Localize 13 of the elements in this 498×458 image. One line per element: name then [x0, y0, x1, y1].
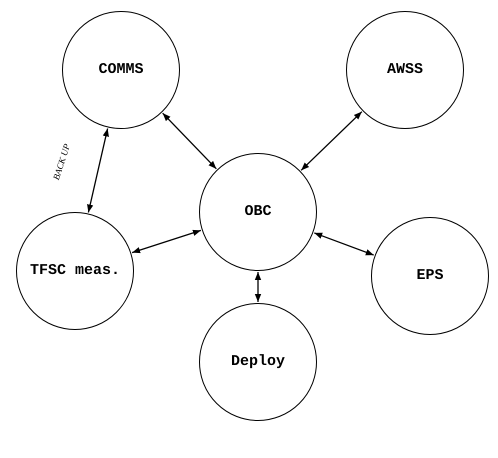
arrow	[162, 112, 217, 170]
node-label: TFSC meas.	[28, 262, 121, 280]
arrow	[254, 272, 262, 302]
arrow	[300, 111, 362, 171]
node-label: AWSS	[386, 60, 424, 80]
node-label: EPS	[415, 266, 444, 286]
node-label: Deploy	[230, 352, 286, 372]
arrow	[314, 232, 374, 256]
arrow	[132, 230, 202, 254]
edge-label: BACK UP	[52, 142, 72, 182]
arrow	[87, 128, 109, 213]
node-label: OBC	[243, 202, 272, 222]
node-label: COMMS	[97, 60, 144, 80]
